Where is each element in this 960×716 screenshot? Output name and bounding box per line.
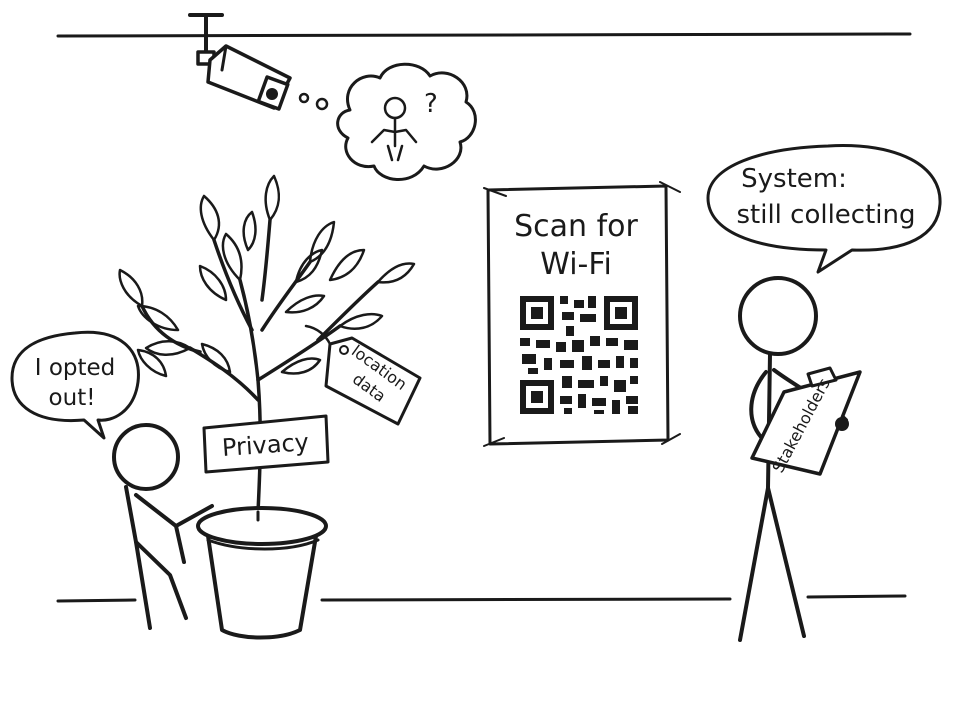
stakeholder-speech-bubble: System: still collecting [706, 144, 942, 274]
flower-pot [196, 506, 328, 640]
thought-bubble: ? [298, 62, 477, 181]
stakeholder-speech-line-1: System: [741, 164, 847, 194]
kid-speech-line-1: I opted [35, 355, 116, 381]
poster-title-line-2: Wi-Fi [540, 247, 612, 282]
location-data-tag: location data [304, 324, 422, 426]
stakeholder-speech-line-2: still collecting [736, 200, 915, 230]
privacy-sign-label: Privacy [221, 428, 310, 462]
wifi-poster: Scan for Wi-Fi [483, 181, 681, 447]
privacy-sign: Privacy [202, 414, 330, 474]
poster-title-line-1: Scan for [514, 209, 638, 244]
kid-speech-line-2: out! [49, 385, 96, 411]
security-camera-icon [188, 13, 292, 111]
crouching-kid [112, 423, 214, 630]
kid-speech-bubble: I opted out! [10, 330, 140, 440]
potted-plant [118, 174, 416, 640]
question-mark: ? [424, 89, 438, 119]
qr-code-icon [520, 296, 638, 414]
person-icon [370, 96, 418, 162]
room-lines [56, 32, 912, 603]
